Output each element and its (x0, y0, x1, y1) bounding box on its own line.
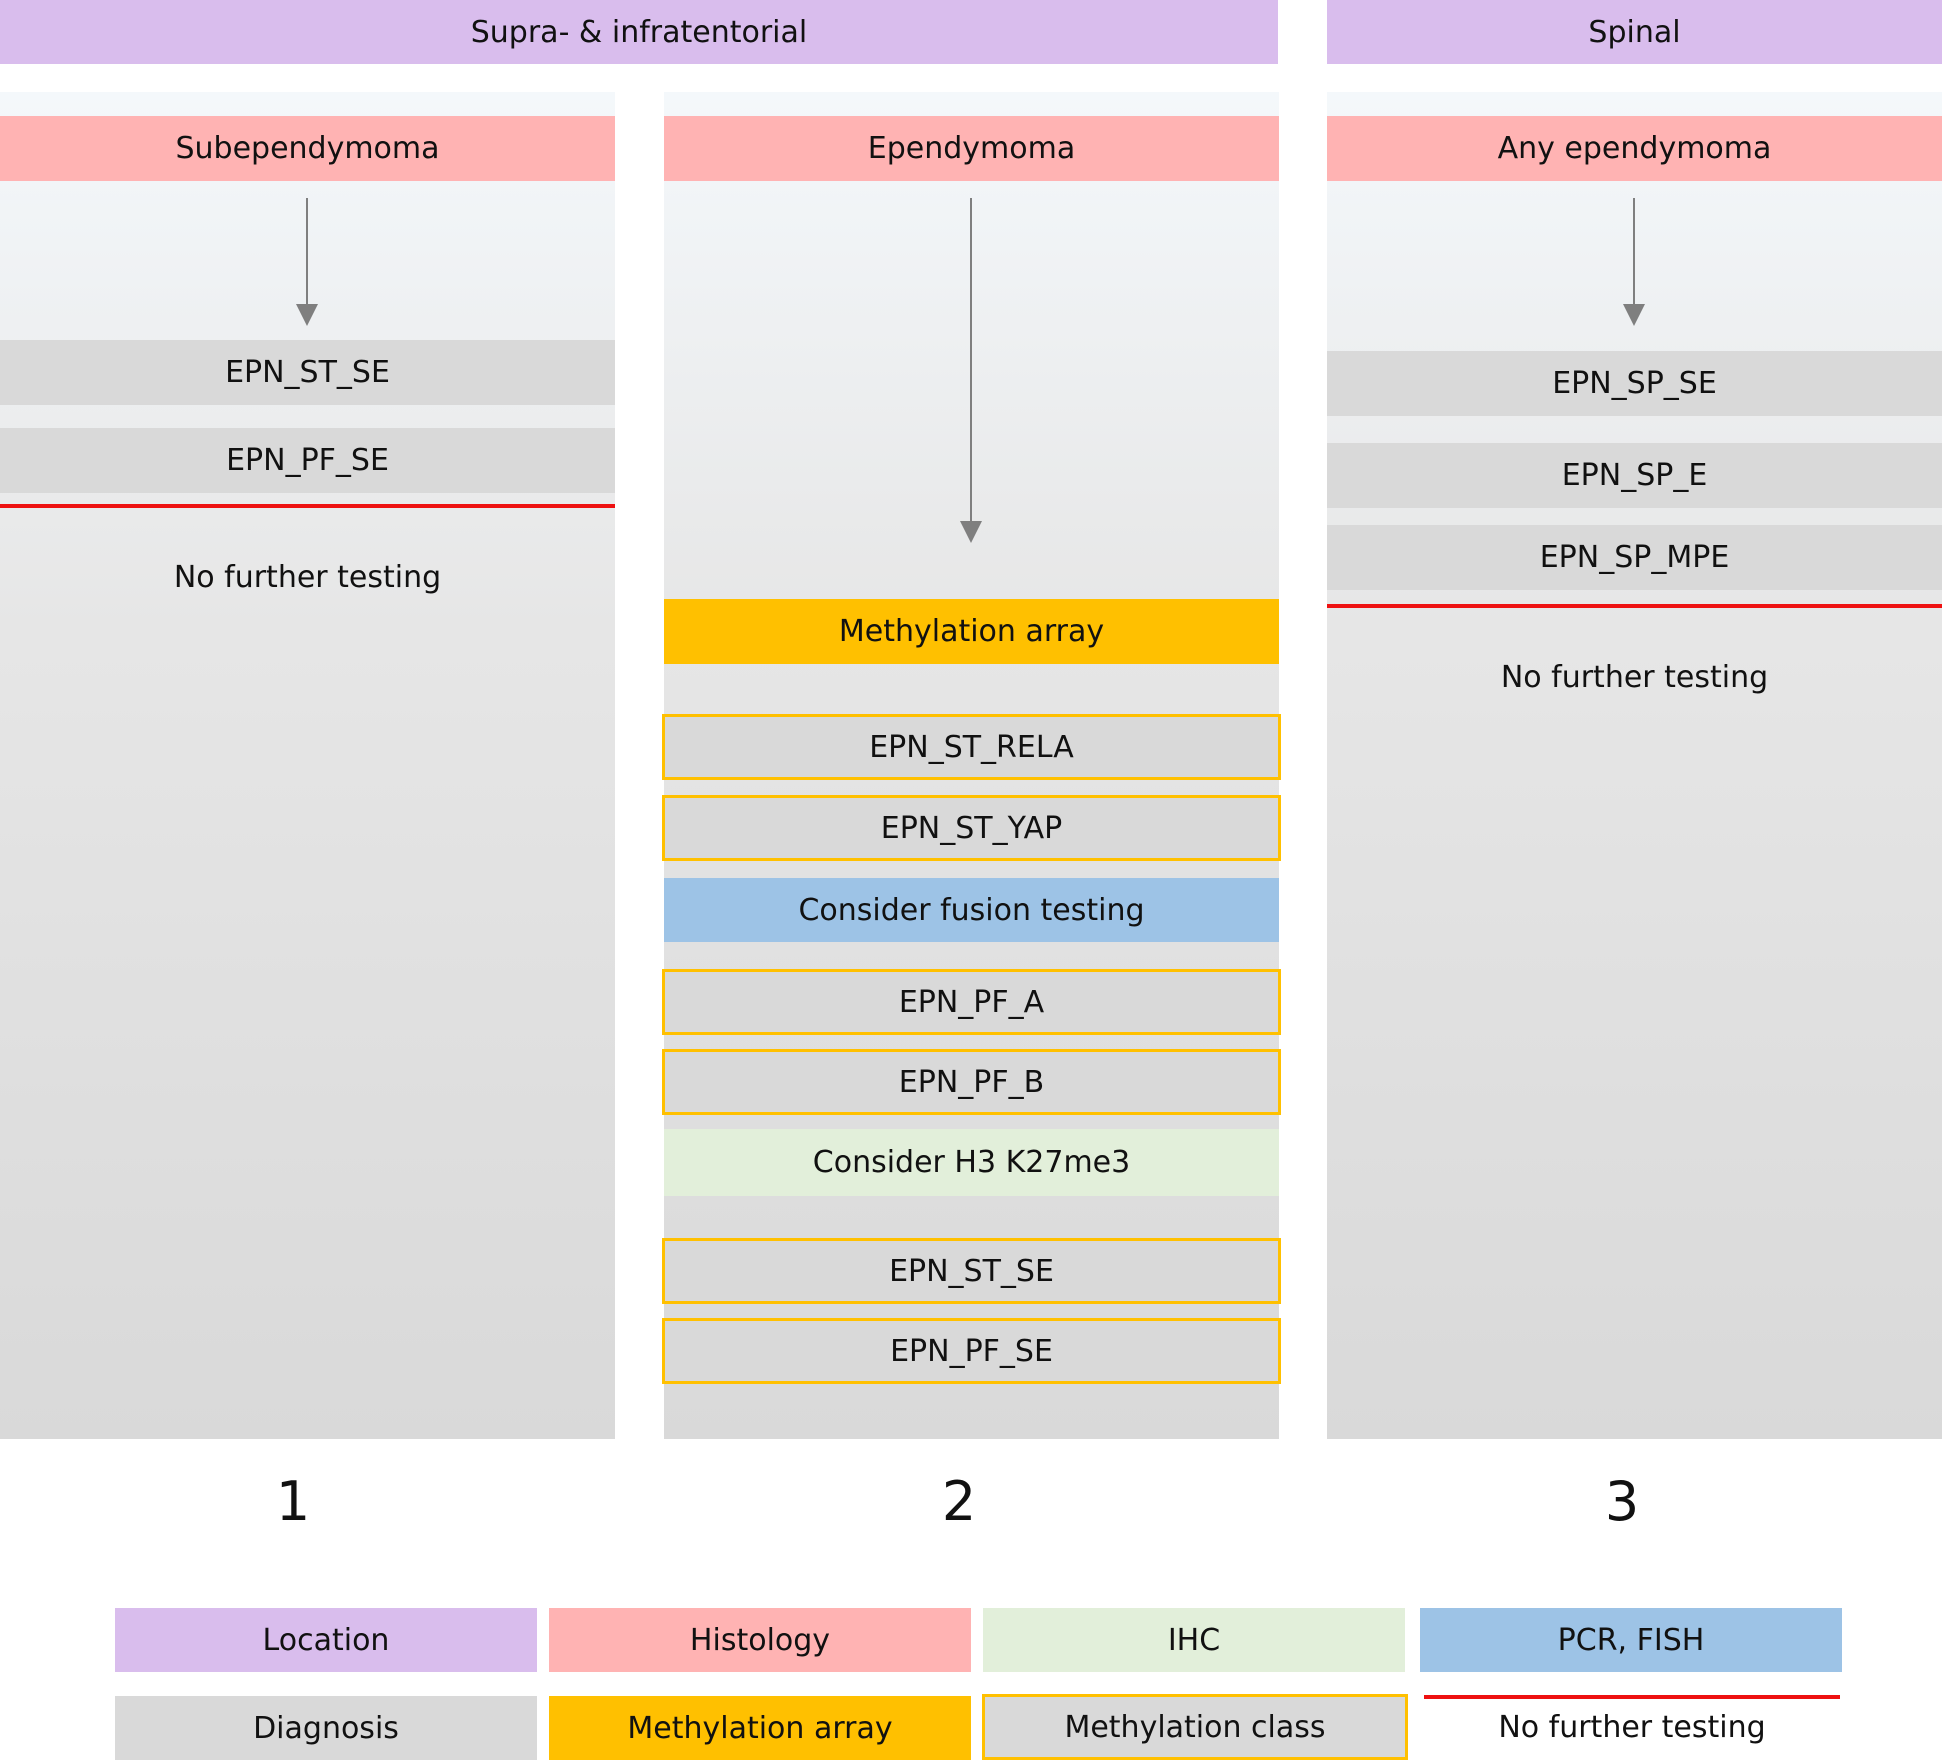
column-number-2: 2 (941, 1470, 977, 1533)
legend-diagnosis: Diagnosis (115, 1696, 537, 1760)
methylation-array-label: Methylation array (838, 614, 1105, 649)
no-further-testing-line (1327, 604, 1942, 608)
location-label: Spinal (1588, 14, 1681, 50)
methylation-class-label: EPN_ST_RELA (869, 729, 1074, 765)
methylation-class-epn-st-se: EPN_ST_SE (662, 1238, 1281, 1304)
methylation-class-epn-st-yap: EPN_ST_YAP (662, 795, 1281, 861)
legend-no-further-testing-line (1424, 1695, 1840, 1699)
diagnosis-label: EPN_PF_SE (226, 443, 389, 478)
h3-k27me3-label: Consider H3 K27me3 (812, 1145, 1131, 1180)
methylation-class-epn-pf-a: EPN_PF_A (662, 969, 1281, 1035)
histology-subependymoma: Subependymoma (0, 116, 615, 181)
methylation-array-box: Methylation array (664, 599, 1279, 664)
histology-label: Ependymoma (867, 131, 1076, 166)
methylation-class-epn-pf-se: EPN_PF_SE (662, 1318, 1281, 1384)
fusion-testing-box: Consider fusion testing (664, 878, 1279, 942)
legend-methylation-array: Methylation array (549, 1696, 971, 1760)
diagnosis-label: EPN_SP_MPE (1539, 540, 1730, 575)
methylation-class-label: EPN_ST_YAP (880, 810, 1063, 846)
column-number-1: 1 (275, 1470, 311, 1533)
diagnosis-label: EPN_ST_SE (225, 355, 390, 390)
fusion-testing-label: Consider fusion testing (798, 892, 1145, 928)
histology-label: Any ependymoma (1497, 131, 1772, 166)
diagnosis-epn-sp-mpe: EPN_SP_MPE (1327, 525, 1942, 590)
diagnosis-label: EPN_SP_E (1561, 458, 1708, 493)
legend-label: Methylation array (627, 1710, 893, 1746)
legend-location: Location (115, 1608, 537, 1672)
legend-ihc: IHC (983, 1608, 1405, 1672)
diagnosis-epn-sp-se: EPN_SP_SE (1327, 351, 1942, 416)
histology-any-ependymoma: Any ependymoma (1327, 116, 1942, 181)
legend-no-further-testing-text: No further testing (1498, 1710, 1766, 1745)
location-label: Supra- & infratentorial (470, 14, 808, 50)
methylation-class-label: EPN_PF_SE (890, 1333, 1053, 1369)
diagnosis-epn-pf-se: EPN_PF_SE (0, 428, 615, 493)
no-further-testing-text: No further testing (173, 560, 442, 595)
methylation-class-epn-pf-b: EPN_PF_B (662, 1049, 1281, 1115)
legend-label: Methylation class (1064, 1709, 1326, 1745)
legend-label: IHC (1167, 1622, 1221, 1658)
histology-ependymoma: Ependymoma (664, 116, 1279, 181)
legend-methylation-class: Methylation class (982, 1694, 1408, 1760)
methylation-class-epn-st-rela: EPN_ST_RELA (662, 714, 1281, 780)
histology-label: Subependymoma (175, 131, 440, 166)
legend-label: Histology (689, 1622, 831, 1658)
methylation-class-label: EPN_ST_SE (889, 1253, 1054, 1289)
legend-histology: Histology (549, 1608, 971, 1672)
location-supra-infratentorial: Supra- & infratentorial (0, 0, 1278, 64)
no-further-testing-text: No further testing (1500, 660, 1769, 695)
legend-label: PCR, FISH (1557, 1622, 1705, 1658)
methylation-class-label: EPN_PF_B (898, 1064, 1045, 1100)
legend-label: Location (262, 1622, 390, 1658)
legend-label: Diagnosis (253, 1710, 399, 1746)
methylation-class-label: EPN_PF_A (898, 984, 1045, 1020)
legend-pcr-fish: PCR, FISH (1420, 1608, 1842, 1672)
no-further-testing-line (0, 504, 615, 508)
location-spinal: Spinal (1327, 0, 1942, 64)
diagnosis-label: EPN_SP_SE (1552, 366, 1717, 401)
diagnosis-epn-st-se: EPN_ST_SE (0, 340, 615, 405)
diagnosis-epn-sp-e: EPN_SP_E (1327, 443, 1942, 508)
column-number-3: 3 (1604, 1470, 1640, 1533)
h3-k27me3-box: Consider H3 K27me3 (664, 1129, 1279, 1196)
